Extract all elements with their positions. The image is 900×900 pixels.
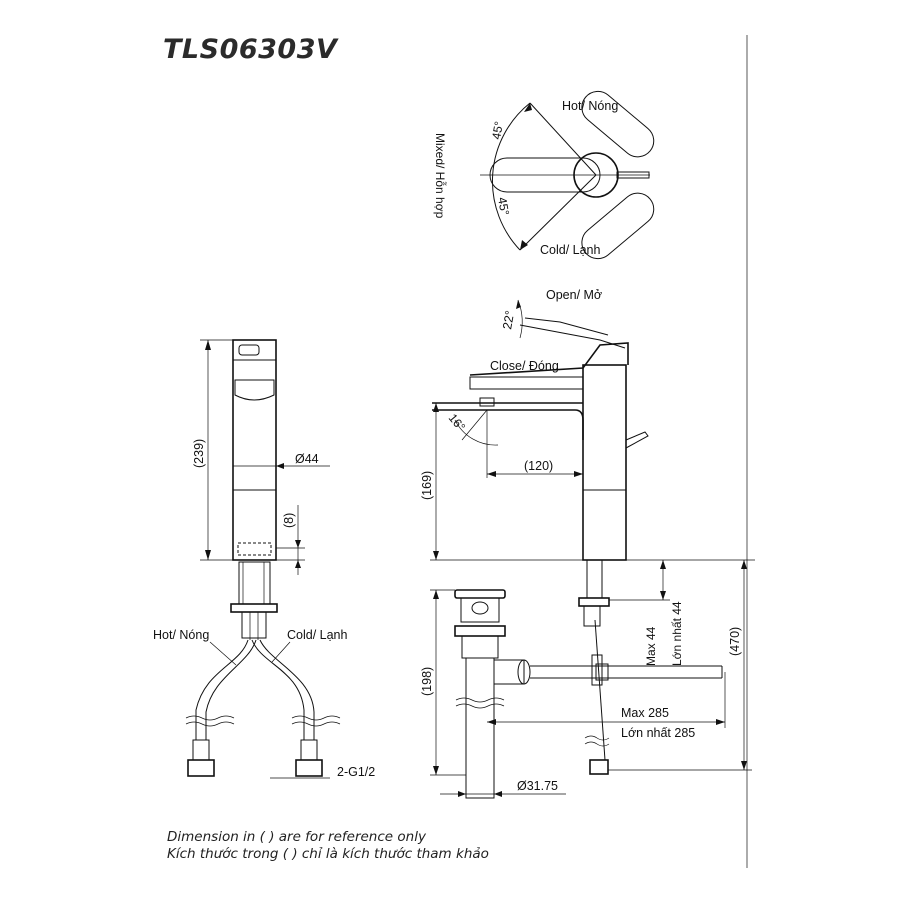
spout [432,409,584,440]
dim-max44-vi: Lớn nhất 44 [670,601,684,666]
rotation-arc [491,102,531,251]
label-angle-cold: 45° [495,196,512,216]
label-cold: Cold/ Lạnh [540,243,601,257]
note-vietnamese: Kích thước trong ( ) chỉ là kích thước t… [167,846,489,862]
model-title: TLS06303V [163,34,338,65]
handle-hot [581,90,655,158]
angle-22: 22° [500,309,517,330]
label-close: Close/ Đóng [490,359,559,373]
label-angle-hot: 45° [489,120,506,140]
lever-open [519,324,626,349]
dim-max44-en: Max 44 [644,626,658,666]
handle-mixed [489,157,601,193]
faucet-body-side [582,364,627,561]
label-cold-front: Cold/ Lạnh [287,628,348,642]
dim-8: (8) [282,513,296,528]
label-open: Open/ Mở [546,288,602,302]
dim-169: (169) [420,471,434,500]
label-mixed: Mixed/ Hỗn hợp [433,133,448,219]
dim-max285-en: Max 285 [621,706,669,720]
hose-cold [251,639,305,740]
handle-cold [581,192,655,260]
dim-239: (239) [192,439,206,468]
dim-dia31-75: Ø31.75 [517,779,558,793]
faucet-body-front [232,339,277,561]
lift-rod [616,171,650,179]
dim-198: (198) [420,667,434,696]
dim-120: (120) [524,459,553,473]
drain-pipe [465,657,495,799]
note-english: Dimension in ( ) are for reference only [167,829,426,845]
front-view: (239) Ø44 (8) Hot/ Nóng Cold/ Lạnh 2-G1/… [153,339,375,779]
nut-hot [187,759,215,777]
body-circle [573,152,619,198]
top-view: Hot/ Nóng Cold/ Lạnh Mixed/ Hỗn hợp 45° … [433,90,655,260]
hose-hot [195,639,249,740]
side-view: 22° Open/ Mở Close/ Đóng 16° (120) (169)… [420,288,755,799]
dim-dia44: Ø44 [295,452,319,466]
angle-16: 16° [446,411,469,434]
dim-470: (470) [728,627,742,656]
dim-max285-vi: Lớn nhất 285 [621,726,695,740]
lever-closed [469,342,629,376]
label-hot: Hot/ Nóng [562,99,618,113]
label-hot-front: Hot/ Nóng [153,628,209,642]
label-thread: 2-G1/2 [337,765,375,779]
nut-cold [295,759,323,777]
lever-front [234,379,275,401]
mounting-nut [230,603,278,613]
drain-cap [454,589,506,599]
